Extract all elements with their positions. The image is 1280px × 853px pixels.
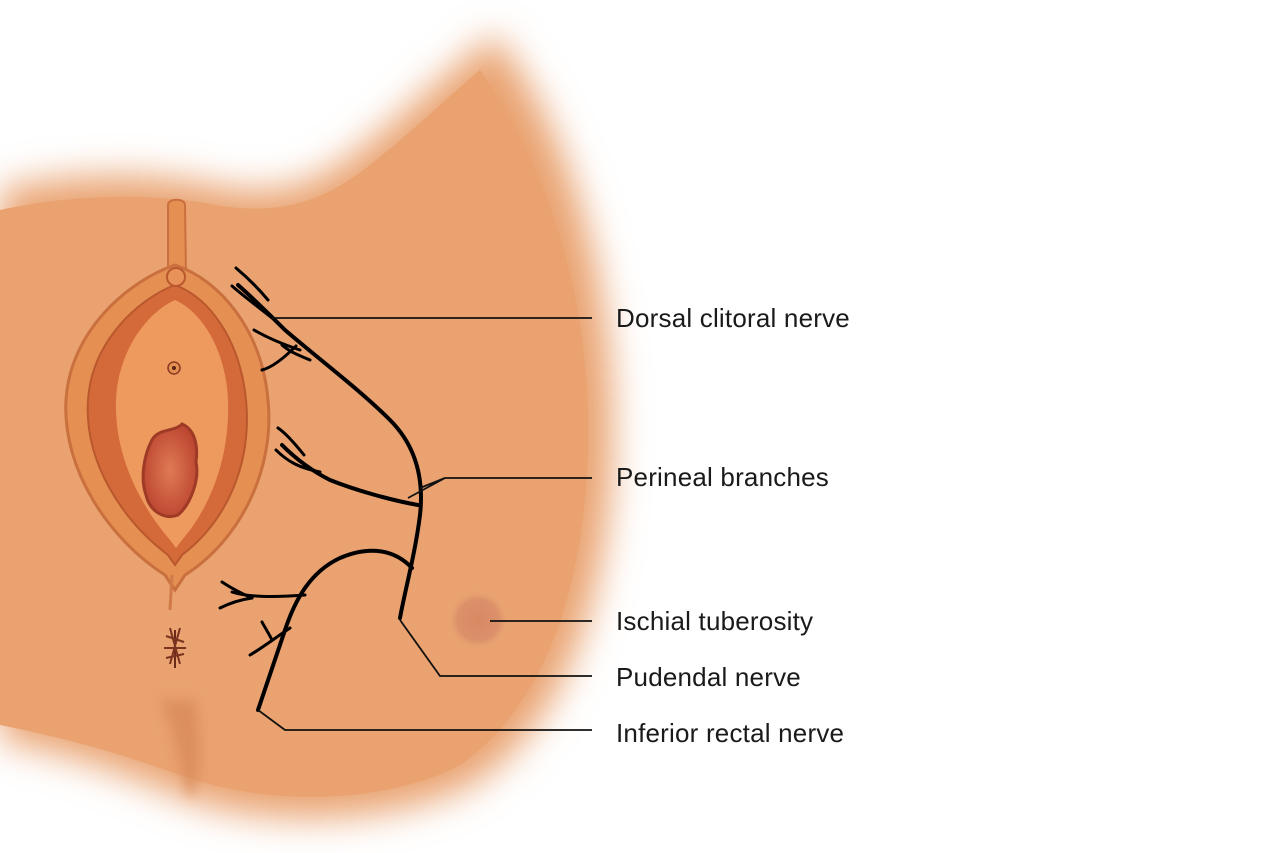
- label-perineal-branches: Perineal branches: [616, 462, 829, 492]
- label-ischial-tuberosity: Ischial tuberosity: [616, 606, 814, 636]
- vulva: [64, 198, 271, 668]
- leader-inferior: [257, 709, 592, 731]
- label-dorsal-clitoral-nerve: Dorsal clitoral nerve: [616, 303, 850, 333]
- leader-perineal: [407, 477, 592, 499]
- dorsal-clitoral-nerve-line: [236, 283, 423, 620]
- gluteal-cleft: [160, 700, 200, 800]
- ischial-tuberosity-mark: [448, 590, 508, 650]
- label-pudendal-nerve: Pudendal nerve: [616, 662, 801, 692]
- nerve-tree: [218, 266, 423, 712]
- skin-body-core: [0, 70, 589, 797]
- label-inferior-rectal-nerve: Inferior rectal nerve: [616, 718, 845, 748]
- leader-pudendal: [399, 619, 592, 677]
- pudendal-nerve-line: [256, 548, 414, 712]
- perineal-branches-line: [280, 443, 420, 507]
- leader-lines: [257, 317, 592, 731]
- anus: [164, 627, 186, 668]
